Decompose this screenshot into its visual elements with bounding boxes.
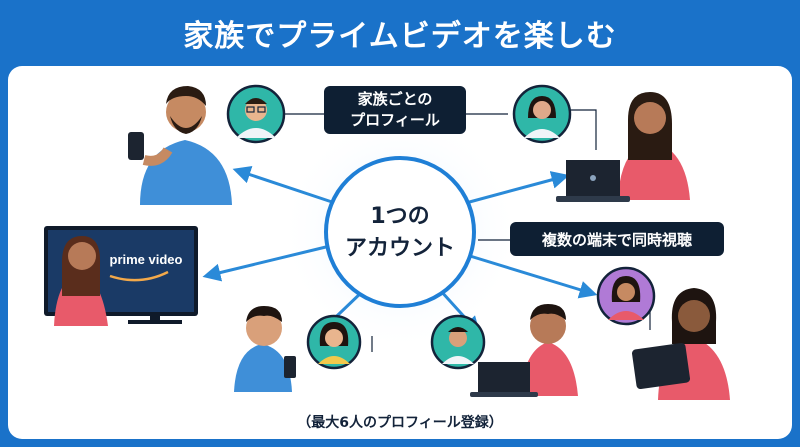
connector-line xyxy=(568,109,597,150)
tv-logo-text: prime video xyxy=(109,252,183,267)
avatar-man-glasses xyxy=(226,84,286,144)
hub-line1: 1つの xyxy=(370,204,430,229)
person-woman-tablet xyxy=(631,288,730,400)
person-man-laptop xyxy=(470,304,578,397)
arrow-icon xyxy=(469,254,598,299)
smartphone-icon xyxy=(284,356,296,378)
arrow-icon xyxy=(461,171,570,206)
person-boy-phone xyxy=(234,306,296,392)
tablet-icon xyxy=(631,342,691,390)
profiles-label: 家族ごとの プロフィール xyxy=(324,86,466,134)
arrow-icon xyxy=(232,166,339,206)
person-man-phone xyxy=(128,86,232,205)
person-woman-laptop xyxy=(556,92,690,202)
page-title: 家族でプライムビデオを楽しむ xyxy=(183,19,617,54)
footnote: （最大6人のプロフィール登録） xyxy=(297,415,503,431)
multi-device-label: 複数の端末で同時視聴 xyxy=(510,222,724,256)
avatar-woman-bottom xyxy=(596,266,656,326)
laptop-icon xyxy=(478,362,530,392)
title-bar: 家族でプライムビデオを楽しむ xyxy=(0,0,800,66)
hub-line2: アカウント xyxy=(344,236,455,261)
profiles-label-line2: プロフィール xyxy=(350,111,440,129)
smartphone-icon xyxy=(128,132,144,160)
person-woman-tv xyxy=(54,236,108,326)
hub-text: 1つの アカウント xyxy=(320,188,480,278)
multi-device-label-text: 複数の端末で同時視聴 xyxy=(541,230,692,249)
profiles-label-line1: 家族ごとの xyxy=(357,90,433,108)
avatar-woman-top xyxy=(512,84,572,144)
avatar-man-bottom xyxy=(430,314,486,370)
avatar-girl xyxy=(306,314,362,370)
arrow-icon xyxy=(202,244,331,282)
hub-circle xyxy=(324,156,476,308)
